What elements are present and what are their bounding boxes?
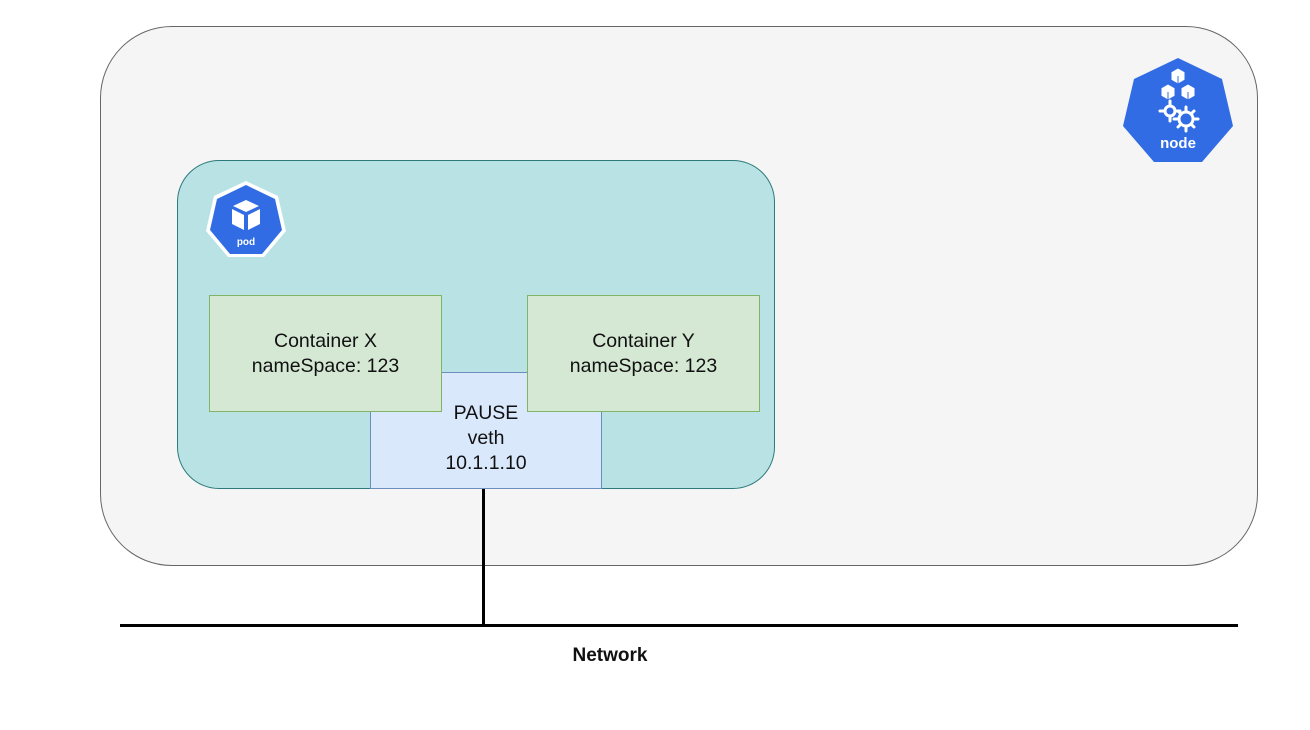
pod-icon-label: pod	[237, 237, 255, 248]
kubernetes-pod-icon: pod	[206, 181, 286, 257]
container-x-namespace: nameSpace: 123	[251, 354, 400, 377]
container-y-title: Container Y	[592, 329, 695, 352]
network-label: Network	[572, 645, 648, 666]
container-x-title: Container X	[274, 329, 377, 352]
pod-network-link	[482, 489, 485, 626]
pause-container: PAUSE veth 10.1.1.10	[370, 372, 602, 489]
node-icon-label: node	[1160, 135, 1196, 152]
container-y: Container Y nameSpace: 123	[527, 295, 760, 412]
container-y-namespace: nameSpace: 123	[569, 354, 718, 377]
container-x: Container X nameSpace: 123	[209, 295, 442, 412]
pause-ip: 10.1.1.10	[445, 452, 527, 474]
network-line	[120, 624, 1238, 627]
kubernetes-node-icon: node	[1123, 58, 1233, 162]
pause-title: PAUSE	[453, 402, 519, 424]
pause-interface: veth	[467, 427, 505, 449]
